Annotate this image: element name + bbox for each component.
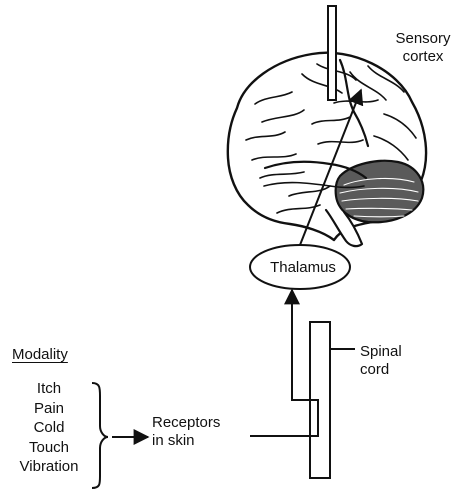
receptors-label: Receptors in skin — [152, 414, 252, 450]
modality-list: Itch Pain Cold Touch Vibration — [8, 379, 90, 477]
sensory-cortex-line-1: Sensory — [388, 30, 458, 48]
spinal-cord-line-2: cord — [360, 361, 430, 379]
spinal-cord-line-1: Spinal — [360, 343, 430, 361]
sensory-cortex-line-2: cortex — [388, 48, 458, 66]
thalamus-label: Thalamus — [254, 259, 352, 277]
modality-item: Itch — [8, 379, 90, 399]
modality-brace — [92, 383, 108, 488]
modality-item: Pain — [8, 399, 90, 419]
spinal-cord-label: Spinal cord — [360, 343, 430, 379]
receptors-line-1: Receptors — [152, 414, 252, 432]
sensory-cortex-label: Sensory cortex — [388, 30, 458, 66]
receptors-line-2: in skin — [152, 432, 252, 450]
modality-item: Cold — [8, 418, 90, 438]
modality-heading: Modality — [12, 346, 68, 364]
modality-item: Vibration — [8, 457, 90, 477]
brain-illustration — [228, 53, 426, 246]
ascending-pathway — [250, 290, 318, 436]
recording-electrode — [328, 6, 336, 100]
modality-item: Touch — [8, 438, 90, 458]
